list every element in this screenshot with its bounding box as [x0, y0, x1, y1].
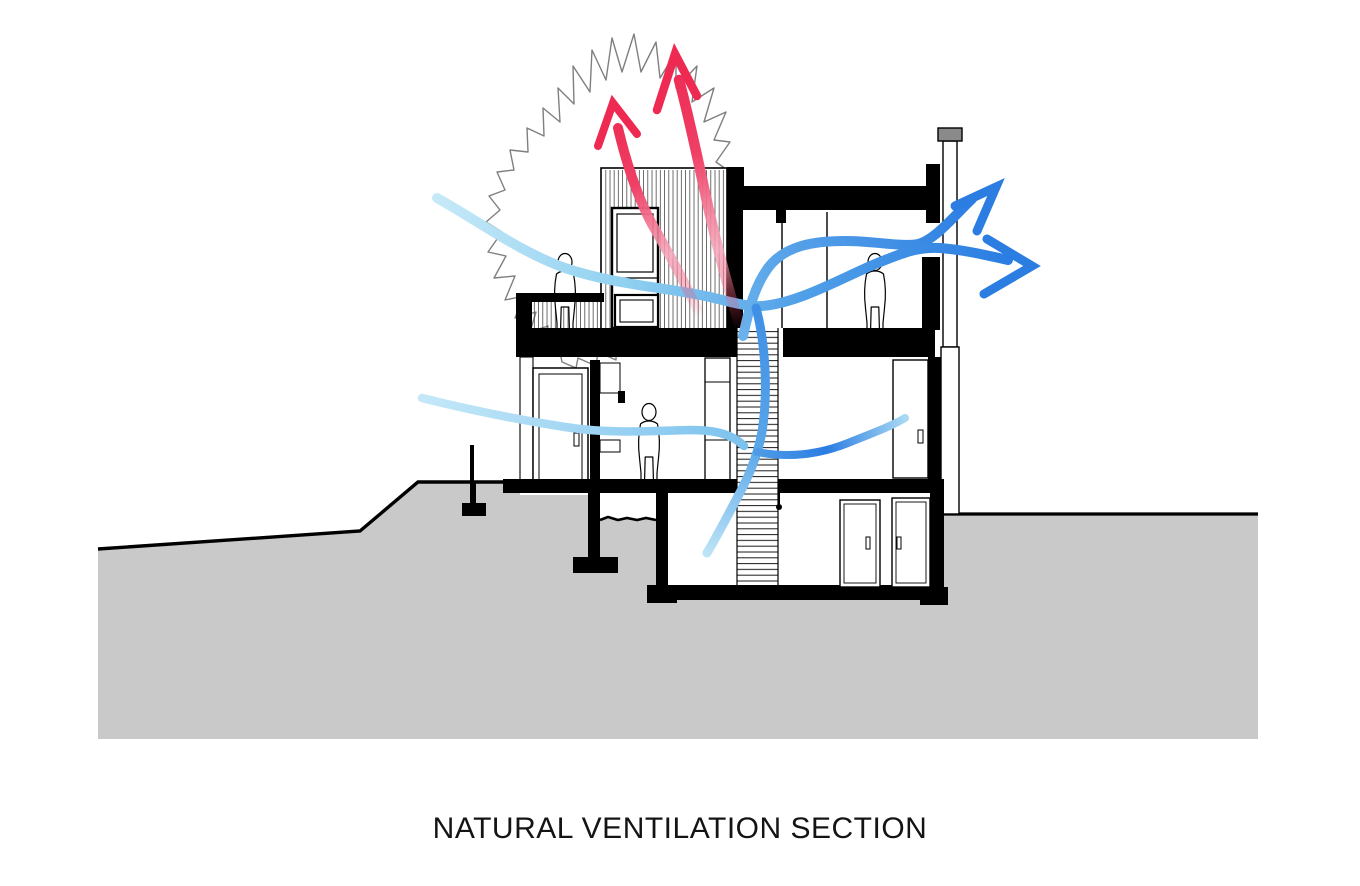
wardrobe-handle [896, 536, 902, 550]
upper-floor-slab [517, 328, 935, 357]
wall-cabinet [599, 362, 621, 394]
door-handle [917, 429, 924, 444]
wall-shelf [599, 439, 621, 453]
pier [588, 493, 600, 557]
crawlspace-earth-line [599, 515, 657, 522]
basement [573, 493, 948, 605]
stairwell-updraft-stream [738, 194, 977, 341]
basement-east-wall [930, 493, 944, 587]
outlet-arrowhead-right [979, 234, 1041, 299]
interior-wall [590, 360, 600, 481]
middle-floor [519, 356, 941, 483]
warm-air-arrows [594, 43, 747, 336]
ground-line-left [97, 480, 506, 551]
wardrobe-handle [865, 536, 871, 550]
lower-inlet-stream [417, 393, 749, 451]
east-wall [928, 357, 941, 481]
ground-floor-slab [503, 479, 944, 493]
middle-floor-cross-stream [753, 414, 909, 459]
roof [730, 167, 935, 223]
chimney-cap [937, 127, 963, 142]
door-handle [573, 432, 580, 447]
yard-post [462, 445, 486, 516]
person-middle-floor [638, 402, 660, 484]
chimney [937, 127, 963, 515]
airflow-streams [417, 177, 1041, 558]
clerestory-exhaust-arrow-right [673, 74, 747, 336]
ground [97, 480, 1258, 739]
basement-floor-slab [656, 585, 944, 600]
drawing-title: NATURAL VENTILATION SECTION [432, 812, 928, 845]
outlet-arrowhead-up-right [950, 177, 1005, 236]
pendant-fixture [776, 493, 782, 510]
footing [920, 587, 948, 605]
top-floor-east-wall [922, 164, 940, 330]
pier-footing [573, 557, 618, 573]
exhaust-arrowhead-right [652, 43, 702, 115]
tall-cabinet [704, 357, 731, 481]
clerestory-exhaust-arrow-left [613, 123, 705, 321]
basement-west-wall [656, 493, 668, 585]
exhaust-arrowhead-left [594, 94, 641, 150]
